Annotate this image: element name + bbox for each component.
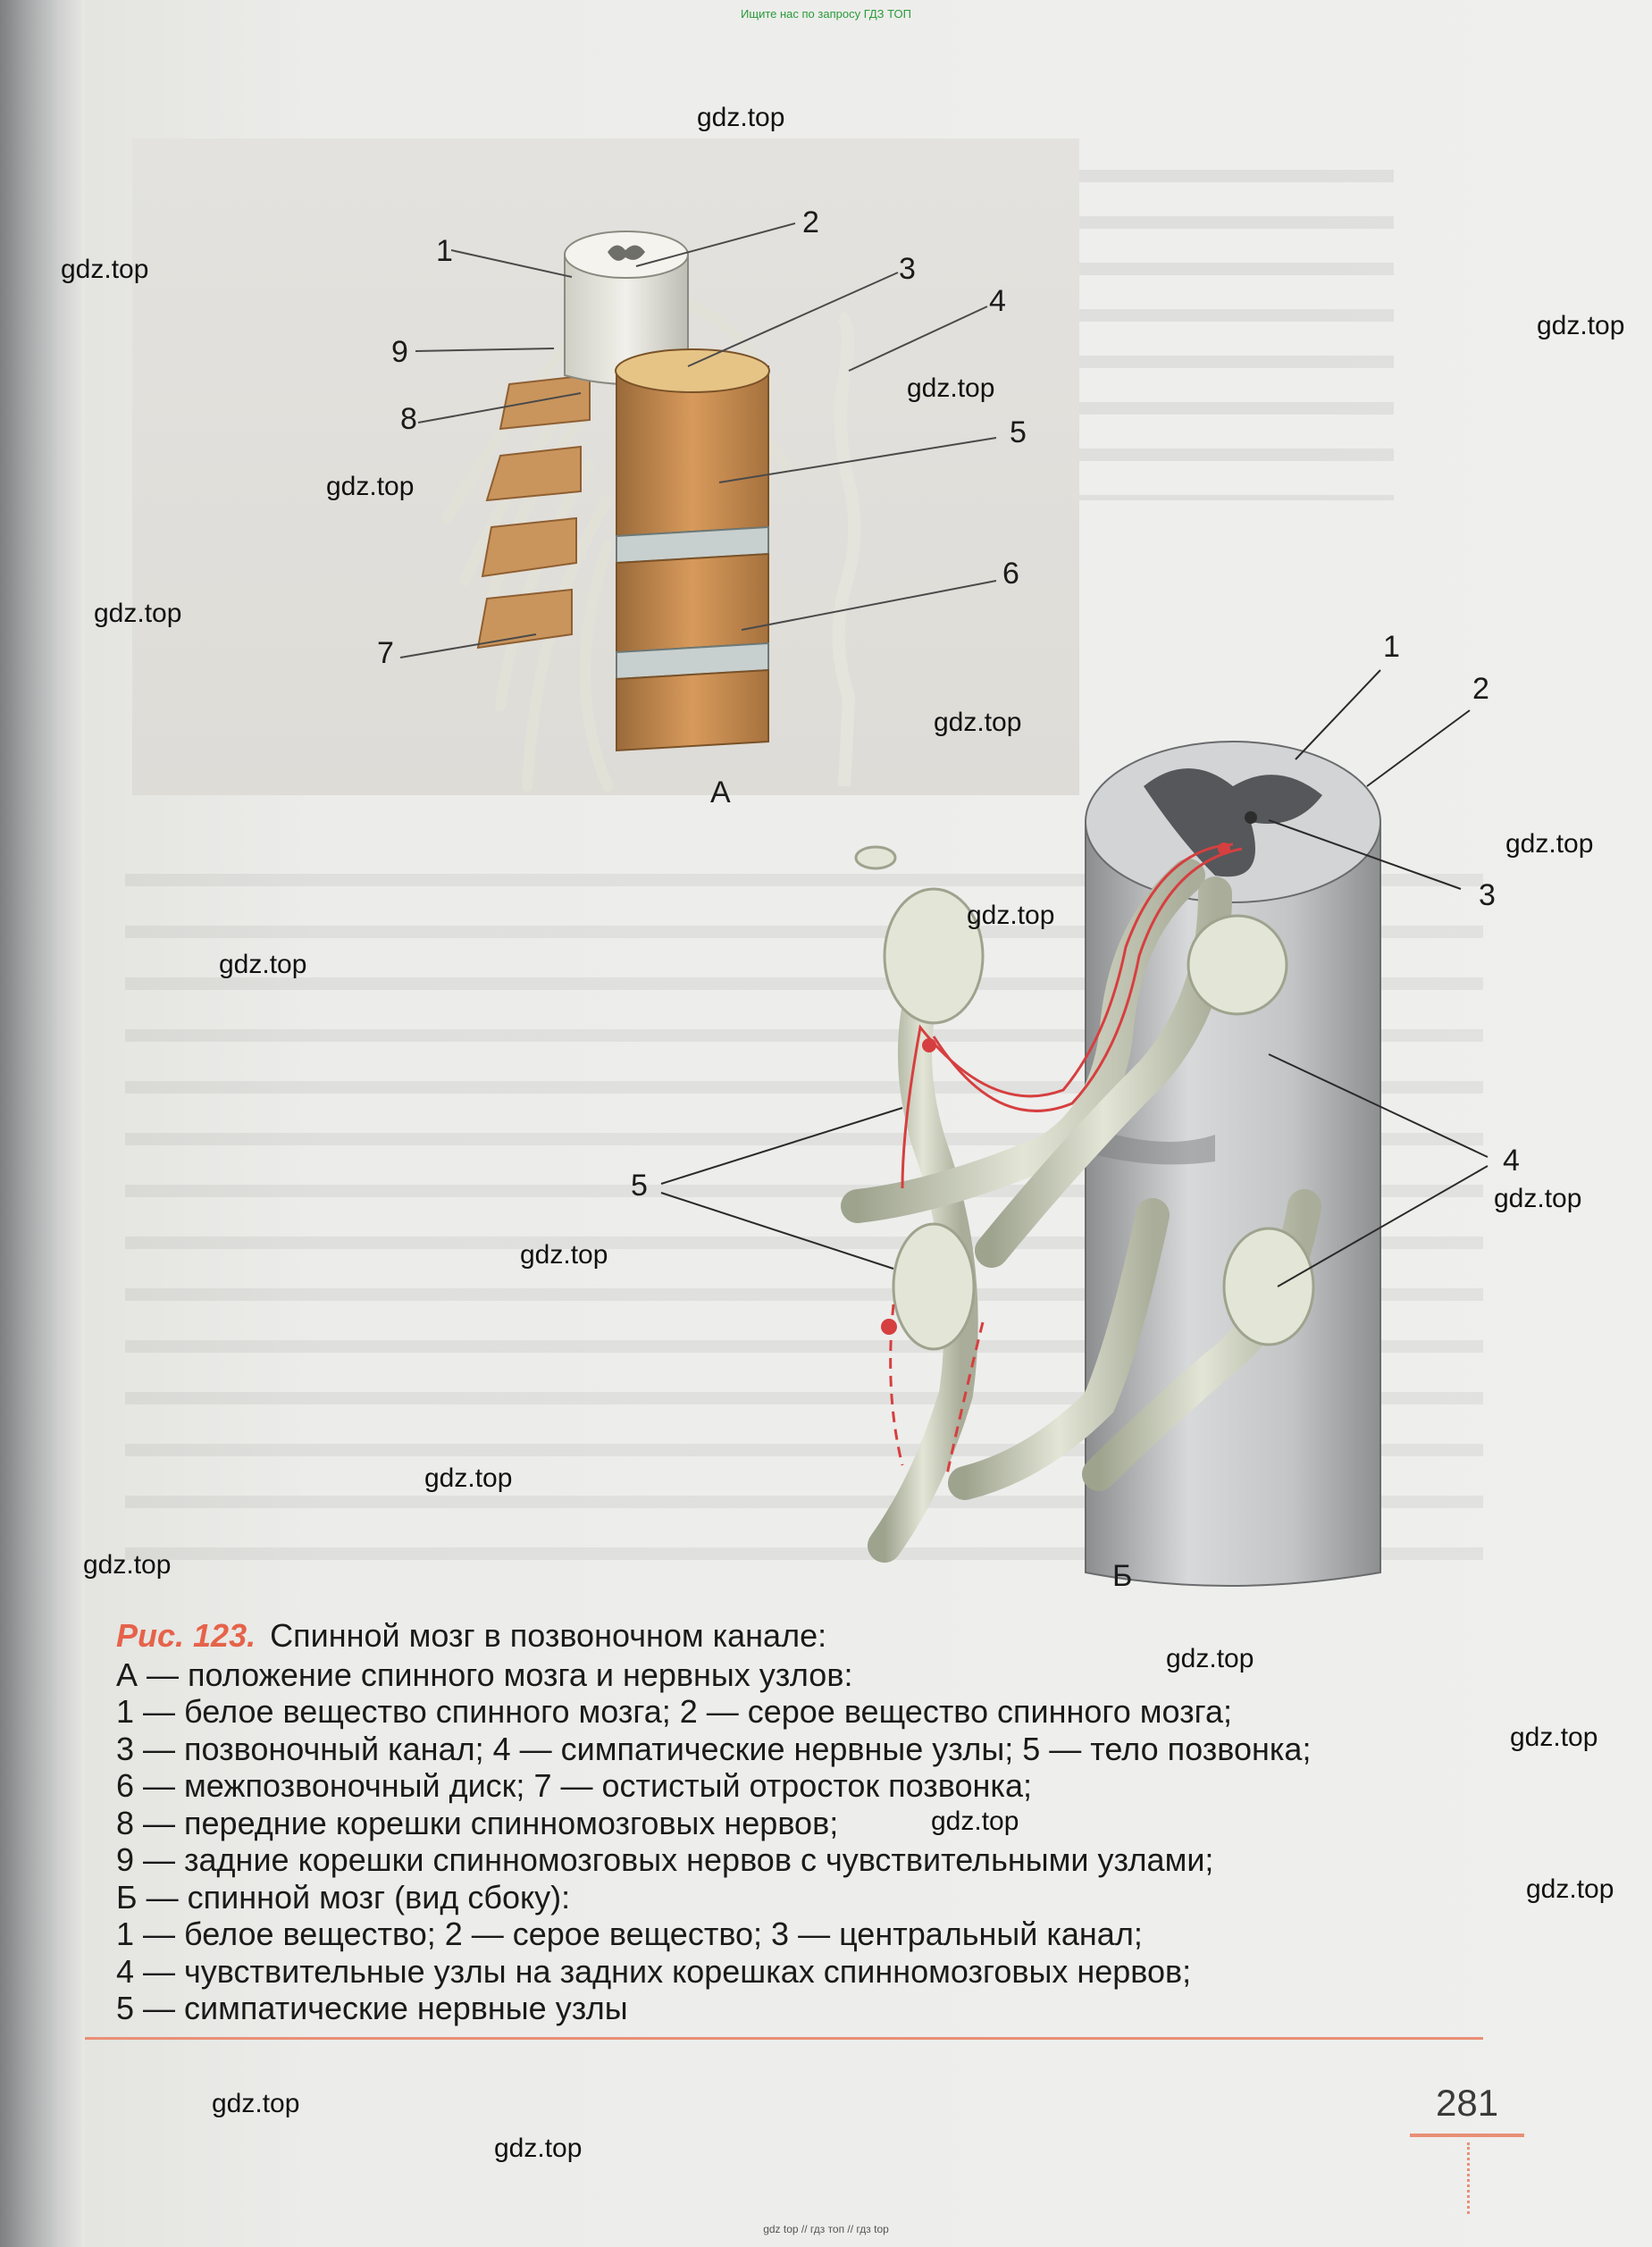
callout-a-4: 4 [989, 284, 1006, 318]
page-number-rule [1410, 2134, 1524, 2137]
caption-line: 6 — межпозвоночный диск; 7 — остистый от… [116, 1767, 1032, 1804]
vertebral-bodies [615, 348, 770, 752]
grey-matter-b [1144, 768, 1322, 877]
callout-b-4: 4 [1503, 1144, 1520, 1178]
watermark: gdz.top [967, 901, 1055, 930]
caption-line: 4 — чувствительные узлы на задних корешк… [116, 1952, 1192, 1990]
callout-a-7: 7 [377, 636, 394, 670]
spinous-processes [476, 373, 591, 650]
figure-b [660, 669, 1488, 1587]
watermark: gdz.top [934, 708, 1022, 737]
central-canal-b [1245, 811, 1257, 824]
watermark: gdz.top [1166, 1644, 1254, 1673]
watermark: gdz.top [83, 1550, 172, 1580]
watermark: gdz.top [424, 1463, 513, 1493]
figure-a [399, 222, 997, 792]
watermark: gdz.top [61, 255, 149, 284]
caption-line: 8 — передние корешки спинномозговых нерв… [116, 1804, 839, 1841]
leader-lines-b [660, 669, 1488, 1287]
watermark: gdz.top [1526, 1874, 1614, 1904]
figure-b-label: Б [1112, 1559, 1133, 1593]
watermark: gdz.top [1537, 311, 1625, 340]
callout-b-5: 5 [631, 1169, 648, 1203]
callout-b-1: 1 [1383, 630, 1400, 664]
top-note: Ищите нас по запросу ГДЗ ТОП [741, 7, 911, 21]
callout-a-1: 1 [436, 234, 453, 268]
callout-a-3: 3 [899, 252, 916, 286]
bottom-note: gdz top // гдз топ // гдз top [763, 2223, 889, 2235]
caption-line: 1 — белое вещество спинного мозга; 2 — с… [116, 1693, 1233, 1730]
page-divider [85, 2037, 1483, 2040]
watermark: gdz.top [520, 1240, 608, 1270]
callout-a-6: 6 [1002, 557, 1019, 591]
caption-line: 1 — белое вещество; 2 — серое вещество; … [116, 1916, 1143, 1952]
watermark: gdz.top [1510, 1723, 1598, 1752]
watermark: gdz.top [94, 599, 182, 628]
caption-title: Спинной мозг в позвоночном канале: [270, 1617, 827, 1654]
sympathetic-chain-a [832, 311, 861, 787]
callout-b-3: 3 [1479, 878, 1496, 912]
page-number-dots [1467, 2142, 1470, 2214]
watermark: gdz.top [212, 2089, 300, 2118]
caption-line: А — положение спинного мозга и нервных у… [116, 1656, 853, 1693]
watermark: gdz.top [1505, 829, 1594, 859]
watermark: gdz.top [931, 1807, 1019, 1836]
figure-caption: Рис. 123. Спинной мозг в позвоночном кана… [116, 1617, 1474, 2027]
callout-a-8: 8 [400, 402, 417, 436]
caption-line: 5 — симпатические нервные узлы [116, 1990, 628, 2026]
watermark: gdz.top [697, 103, 785, 132]
callout-a-9: 9 [391, 335, 408, 369]
leader-lines-a [399, 222, 997, 658]
page-number: 281 [1436, 2082, 1499, 2124]
ganglia-b [854, 845, 1315, 1351]
callout-a-2: 2 [802, 205, 819, 239]
figure-number: Рис. 123. [116, 1617, 256, 1654]
book-spine-shadow [0, 0, 85, 2247]
caption-line: Б — спинной мозг (вид сбоку): [116, 1878, 571, 1916]
watermark: gdz.top [219, 950, 307, 979]
caption-line: 3 — позвоночный канал; 4 — симпатические… [116, 1730, 1312, 1767]
caption-line: 9 — задние корешки спинномозговых нервов… [116, 1841, 1214, 1878]
callout-b-2: 2 [1472, 672, 1489, 706]
watermark: gdz.top [326, 472, 415, 501]
watermark: gdz.top [907, 373, 995, 403]
watermark: gdz.top [494, 2134, 583, 2163]
callout-a-5: 5 [1010, 415, 1027, 449]
watermark: gdz.top [1494, 1184, 1582, 1213]
figure-a-label: А [710, 776, 731, 809]
